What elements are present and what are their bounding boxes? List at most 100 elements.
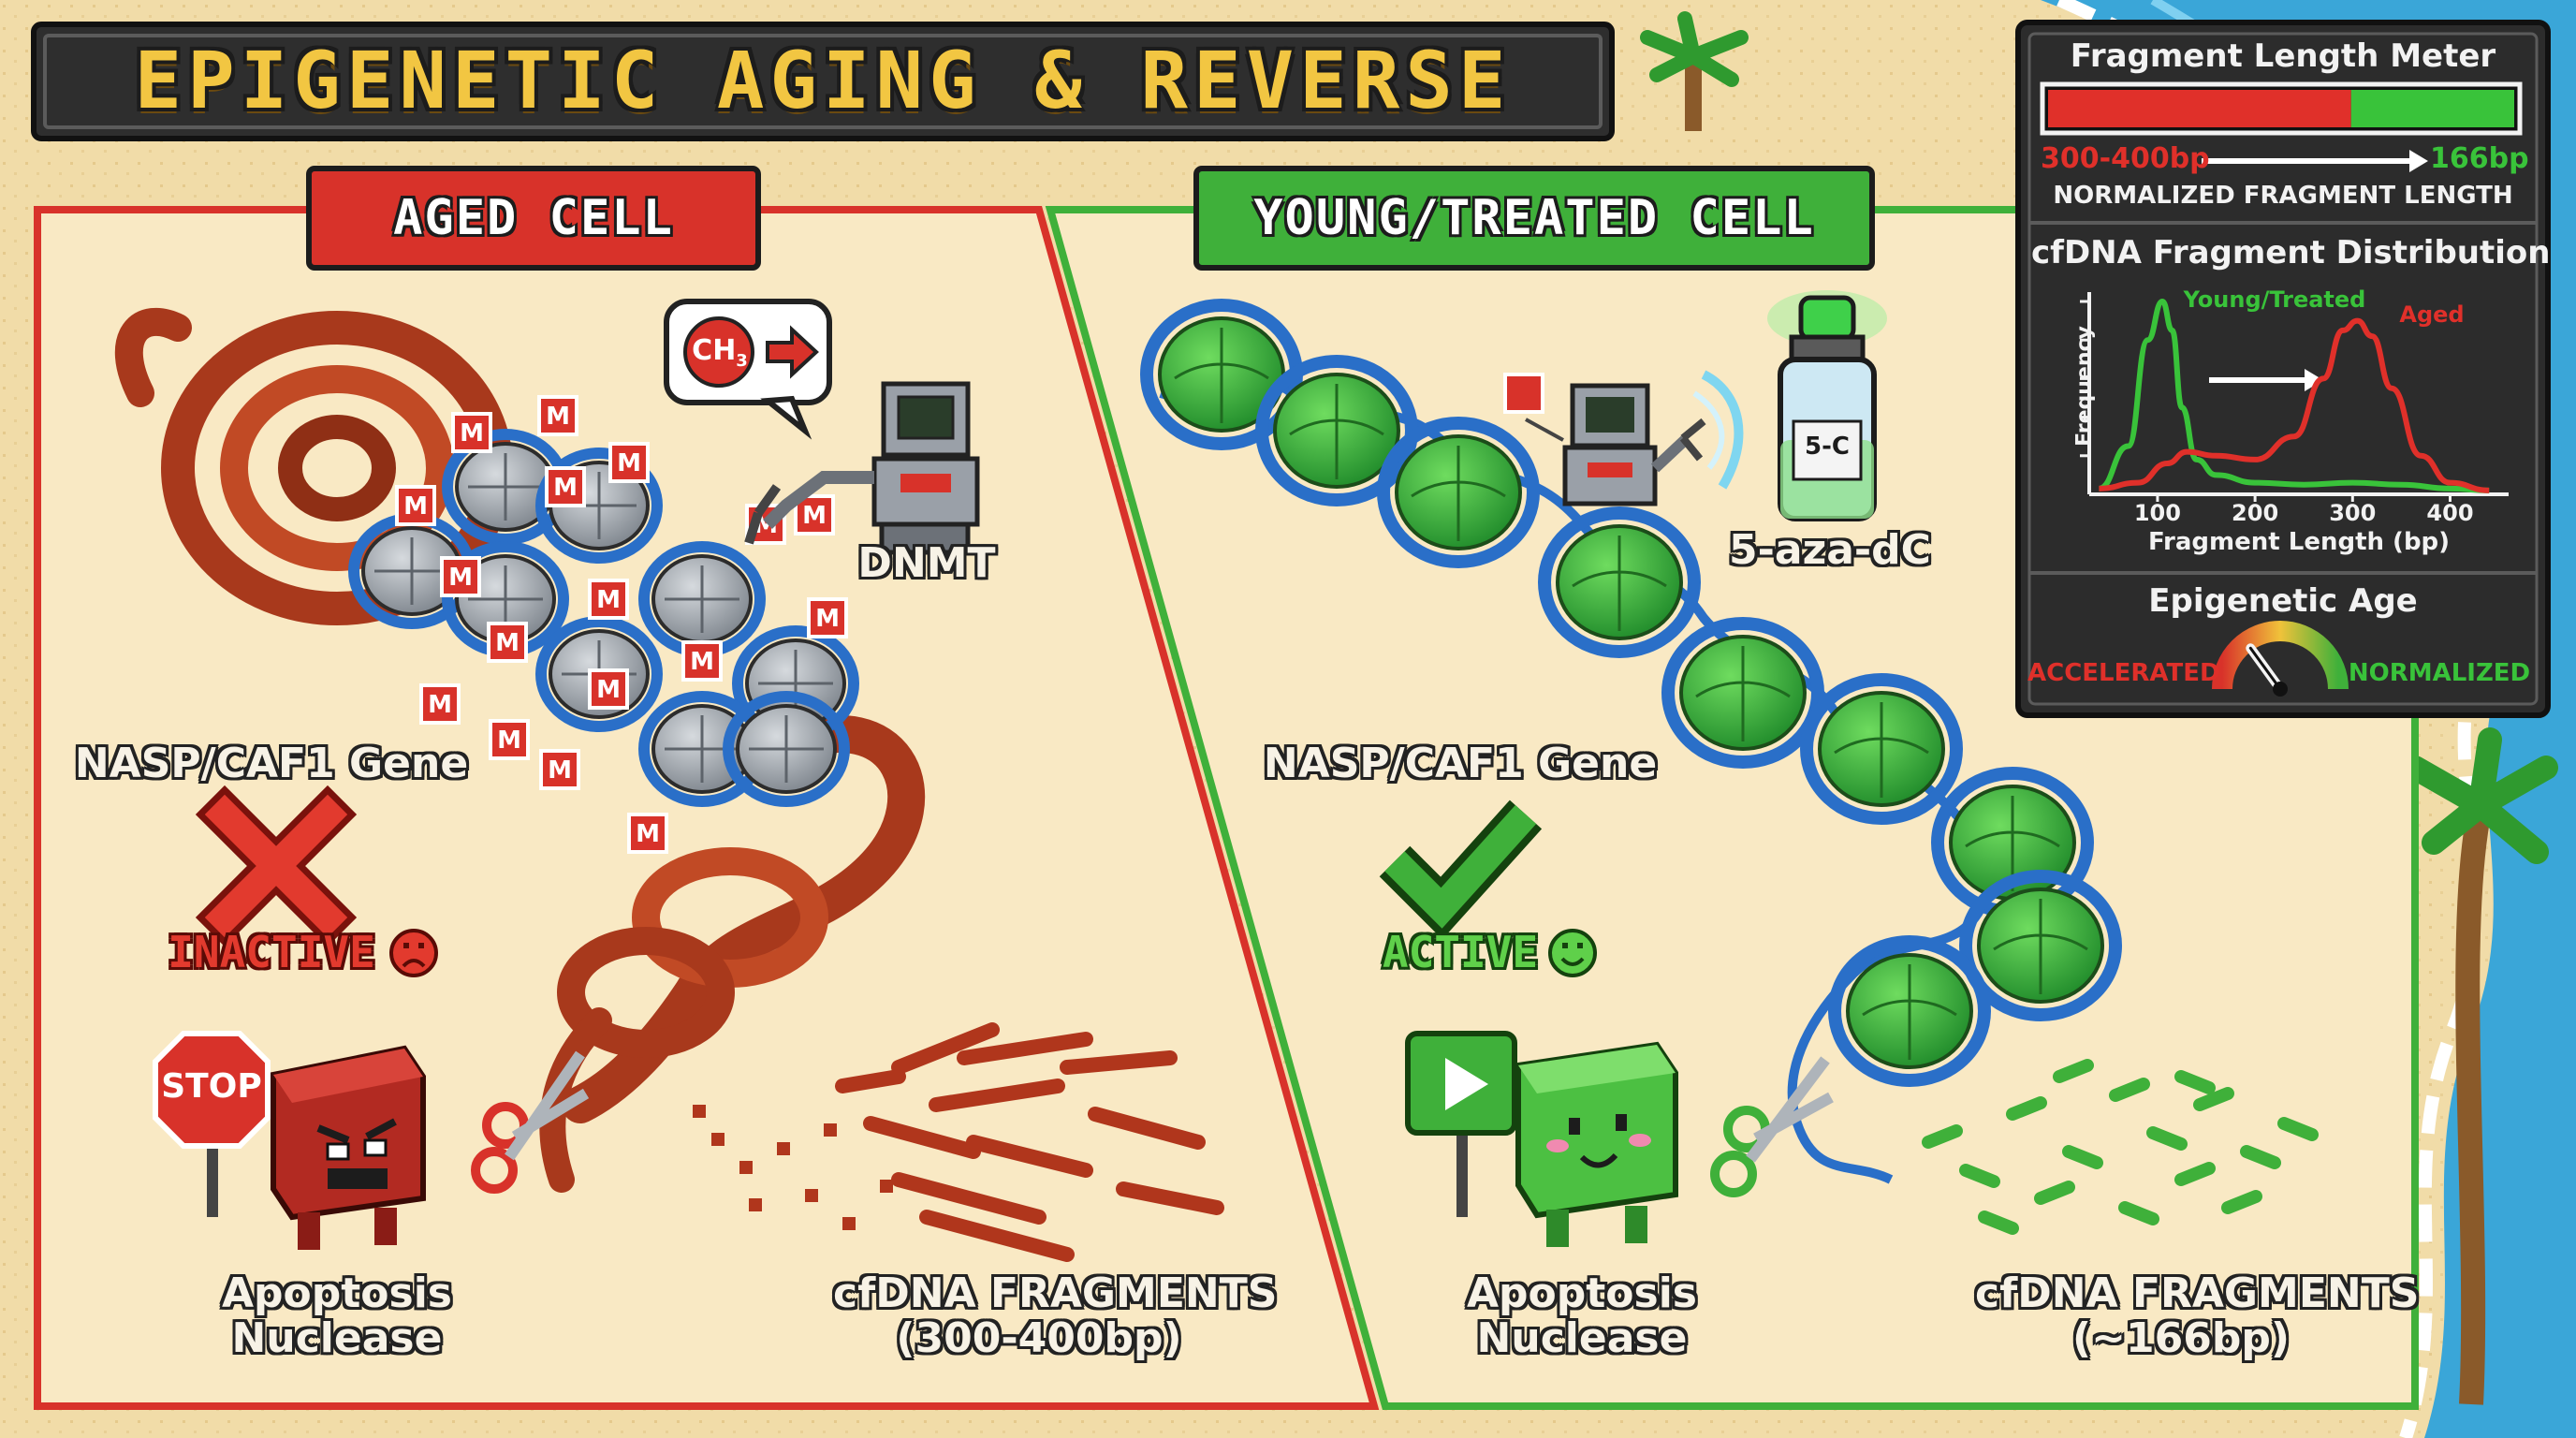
methylation-mark: M (588, 668, 629, 710)
short-cfdna-fragments (1922, 1059, 2319, 1235)
title-banner (31, 22, 1615, 141)
long-fragment (835, 1069, 906, 1093)
fragment-debris (693, 1105, 706, 1118)
age-right-label: NORMALIZED (2348, 659, 2531, 687)
methylation-mark: M (487, 622, 528, 663)
chart-title: cfDNA Fragment Distribution (2031, 234, 2551, 271)
aged-nuclease-label: Apoptosis Nuclease (187, 1271, 487, 1361)
svg-text:M: M (448, 564, 473, 592)
short-fragment (1922, 1124, 1963, 1149)
svg-text:M: M (802, 502, 827, 530)
svg-text:M: M (553, 474, 578, 502)
stop-sign-icon (153, 1031, 271, 1217)
fragment-debris (842, 1217, 856, 1230)
fragment-debris (824, 1123, 837, 1137)
methylation-mark: M (681, 640, 723, 682)
histone-green (1538, 506, 1701, 658)
svg-text:M: M (617, 449, 641, 477)
svg-text:M: M (546, 403, 570, 431)
chart-y-label: Frequency (2072, 326, 2097, 447)
gauge-needle-edge (2248, 646, 2282, 691)
gauge-pivot (2273, 682, 2288, 697)
svg-text:M: M (636, 820, 660, 848)
long-fragment (863, 1116, 981, 1159)
dnmt-label: DNMT (857, 539, 996, 587)
short-fragment (2034, 1181, 2075, 1205)
drug-vial-icon (1767, 290, 1887, 521)
short-fragment (2193, 1087, 2234, 1111)
meter-red-fill (2048, 90, 2351, 127)
histone-green (1661, 617, 1824, 769)
short-fragment (2109, 1078, 2150, 1102)
x-tick-label: 200 (2232, 500, 2279, 526)
methyl-subscript: 3 (736, 351, 748, 371)
condensed-chromatin (114, 307, 926, 1193)
svg-text:M: M (428, 691, 452, 719)
histone-gray (723, 691, 850, 807)
young-cell-title: YOUNG/TREATED CELL (1253, 190, 1815, 246)
young-nuclease-line1: Apoptosis (1467, 1269, 1697, 1317)
methylation-mark: M (545, 466, 586, 507)
play-sign-icon (1405, 1031, 1517, 1217)
histone-green (1828, 935, 1991, 1087)
svg-text:M: M (495, 629, 520, 657)
aged-nuclease-line1: Apoptosis (222, 1269, 452, 1317)
young-nuclease-label: Apoptosis Nuclease (1442, 1271, 1722, 1361)
short-fragment (1959, 1164, 2000, 1188)
histone-green (1931, 767, 2094, 918)
methylation-mark: M (794, 494, 835, 536)
methylation-mark (1503, 373, 1564, 442)
long-fragment (957, 1032, 1093, 1065)
young-fragments-line2: (~166bp) (2072, 1314, 2290, 1362)
histone-green (1800, 673, 1963, 825)
long-fragment (1088, 1107, 1206, 1150)
long-fragment (891, 1172, 1046, 1225)
meter-to-label: 166bp (2430, 142, 2529, 175)
drug-label: 5-aza-dC (1729, 526, 1931, 574)
methylation-mark: M (451, 412, 492, 453)
short-fragment (2006, 1096, 2047, 1121)
sad-face-icon (389, 929, 438, 977)
histone-gray (638, 541, 766, 657)
open-histones (1140, 299, 2122, 1087)
x-tick-label: 400 (2426, 500, 2474, 526)
legend-young: Young/Treated (2183, 286, 2366, 313)
short-fragment (2118, 1201, 2159, 1225)
fragment-debris (739, 1161, 753, 1174)
svg-text:M: M (596, 586, 621, 614)
aged-cell-title: AGED CELL (393, 190, 674, 246)
fragment-debris (711, 1133, 724, 1146)
short-fragment (1978, 1211, 2019, 1235)
legend-aged: Aged (2399, 301, 2465, 328)
meter-from-label: 300-400bp (2041, 142, 2210, 175)
long-cfdna-fragments (693, 1022, 1224, 1262)
dnmt-robot-icon (744, 381, 980, 555)
epigenetic-age-gauge (2212, 621, 2349, 697)
active-status: ACTIVE (1382, 927, 1539, 977)
methyl-group-bubble (664, 299, 832, 440)
svg-text:M: M (460, 419, 484, 448)
methylation-mark: M (627, 813, 668, 854)
aged-cell-badge (306, 166, 761, 271)
short-fragment (2277, 1117, 2319, 1141)
long-fragment (966, 1135, 1093, 1178)
young-nuclease-line2: Nuclease (1476, 1314, 1688, 1362)
short-fragment (2174, 1070, 2216, 1094)
long-fragment (1060, 1050, 1178, 1075)
long-fragment (929, 1078, 1065, 1112)
x-tick-label: 100 (2133, 500, 2181, 526)
short-fragment (2174, 1162, 2216, 1186)
vial-label: 5-C (1805, 433, 1850, 461)
happy-nuclease-block (1515, 1041, 1678, 1247)
methylation-mark: M (419, 683, 461, 725)
fragment-debris (749, 1198, 762, 1211)
x-tick-label: 300 (2329, 500, 2377, 526)
age-left-label: ACCELERATED (2027, 659, 2220, 687)
young-cell-badge (1193, 166, 1875, 271)
palm-tree-icon (2403, 727, 2558, 1405)
methylation-mark: M (539, 749, 580, 790)
page-title: EPIGENETIC AGING & REVERSE (134, 35, 1512, 126)
histone-green (1255, 355, 1418, 506)
histone-green (1377, 417, 1540, 568)
